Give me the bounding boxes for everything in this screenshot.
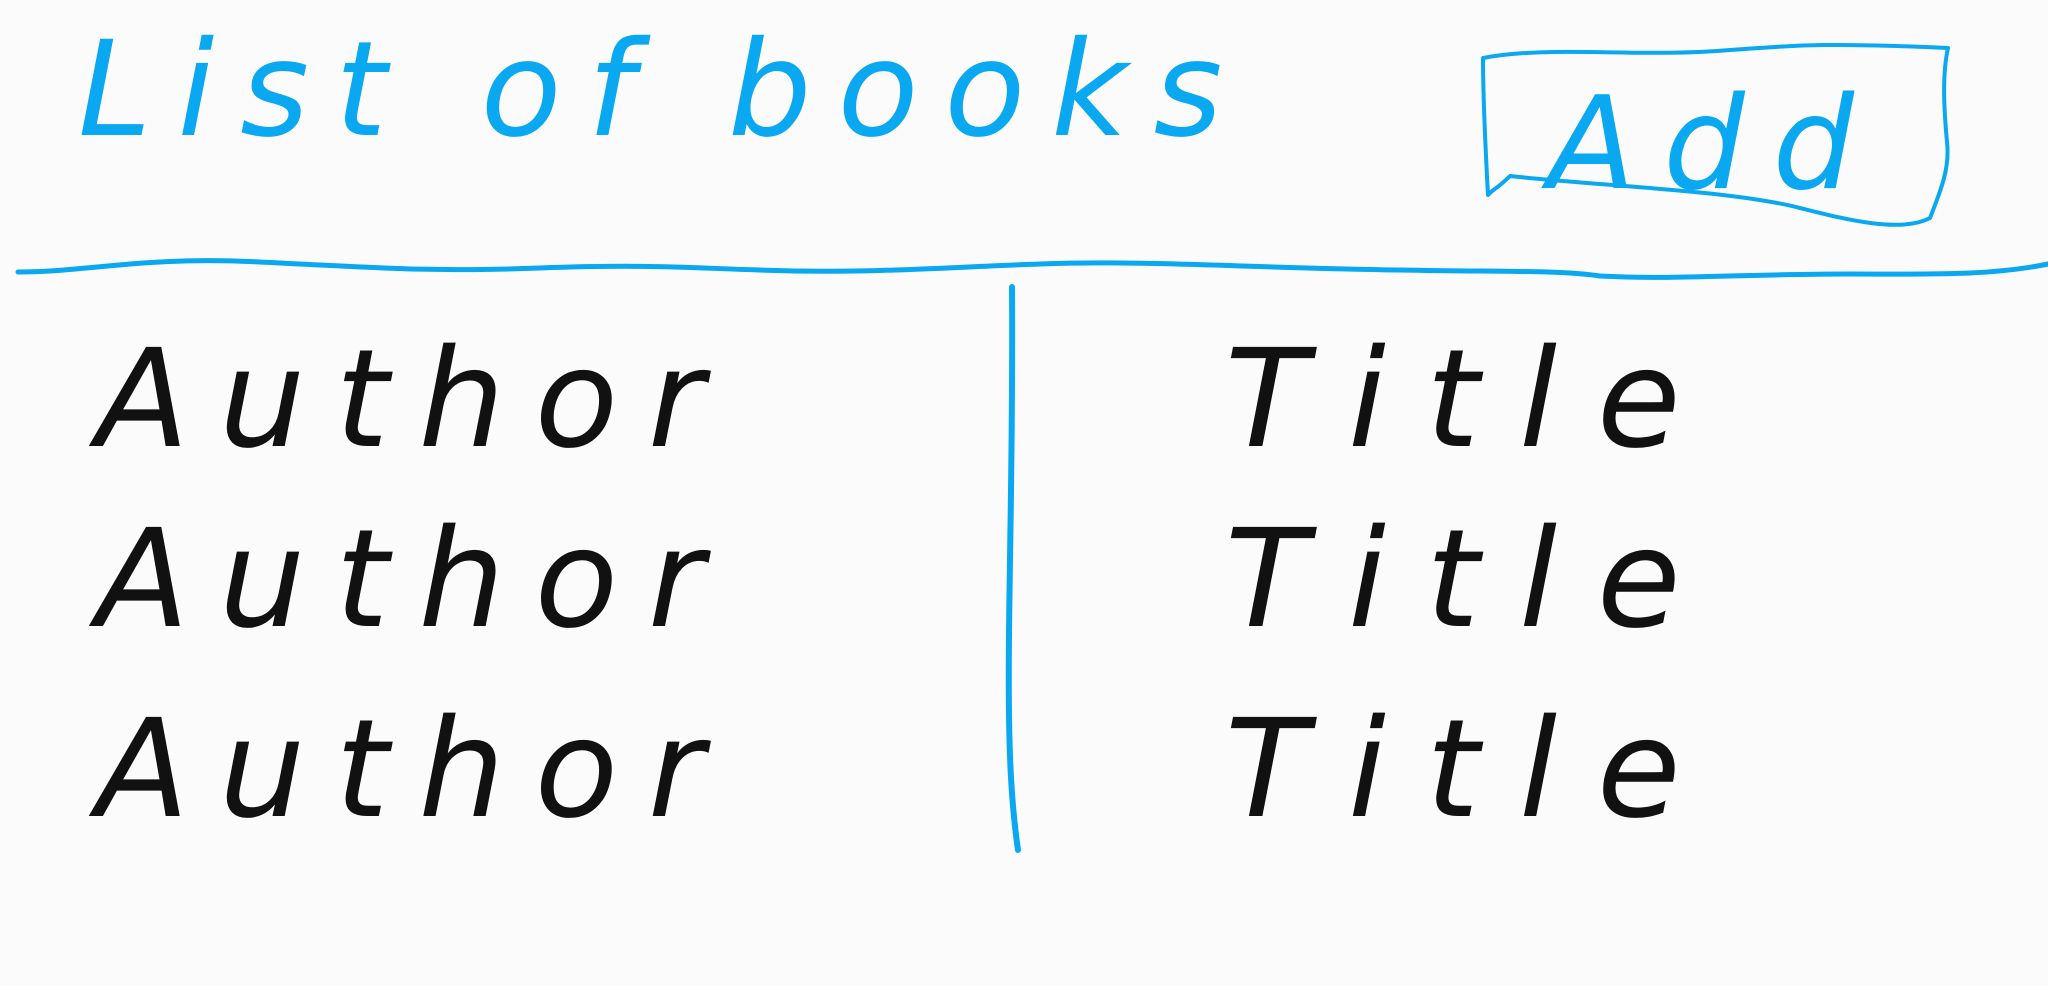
author-cell: Author [96, 321, 734, 479]
page-title: List of books [78, 13, 1249, 167]
header-divider [15, 258, 2048, 280]
add-button[interactable]: Add [1480, 40, 1950, 240]
title-cell: Title [1225, 501, 1721, 659]
author-cell: Author [96, 691, 734, 849]
title-cell: Title [1225, 321, 1721, 479]
author-cell: Author [96, 501, 734, 659]
title-cell: Title [1225, 691, 1721, 849]
add-button-label: Add [1547, 70, 1883, 219]
column-divider [1005, 284, 1021, 853]
add-button-border [1481, 42, 1950, 227]
